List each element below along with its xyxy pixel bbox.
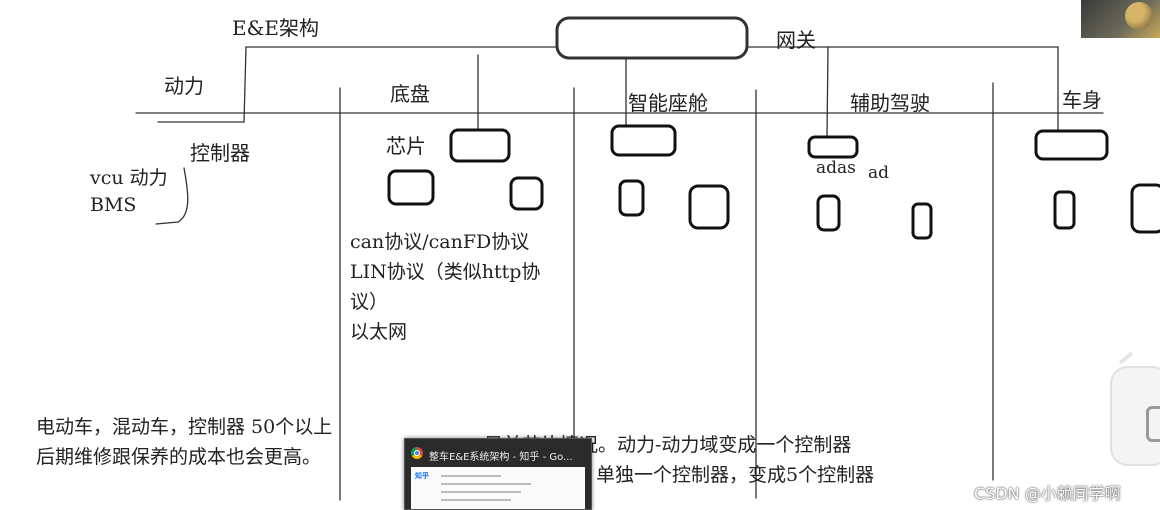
adas-chip-1 bbox=[816, 194, 841, 232]
protocol-line-2: LIN协议（类似http协 bbox=[350, 261, 541, 283]
chassis-chip-1 bbox=[387, 169, 435, 206]
chassis-chip-main bbox=[449, 128, 511, 163]
bracket bbox=[155, 167, 189, 225]
chrome-icon bbox=[411, 447, 423, 459]
domain-body: 车身 bbox=[1062, 88, 1102, 112]
protocol-line-4: 以太网 bbox=[350, 321, 408, 343]
domain-chassis: 底盘 bbox=[390, 82, 430, 106]
taskbar-preview[interactable]: 整车E&E系统架构 - 知乎 - Go... 知乎 bbox=[404, 438, 592, 510]
domain-cockpit: 智能座舱 bbox=[628, 91, 708, 115]
adas-chip-main bbox=[807, 135, 859, 159]
side-button-icon bbox=[1146, 406, 1160, 442]
adas-small-label: adas bbox=[816, 158, 856, 178]
taskbar-preview-thumbnail: 知乎 bbox=[411, 467, 585, 509]
gateway-label: 网关 bbox=[776, 28, 816, 52]
body-chip-main bbox=[1034, 129, 1109, 161]
chip-label: 芯片 bbox=[386, 134, 426, 158]
cockpit-chip-2 bbox=[688, 184, 730, 230]
gateway-box bbox=[555, 16, 749, 60]
domain-adas: 辅助驾驶 bbox=[850, 91, 930, 115]
bms-label: BMS bbox=[90, 194, 137, 216]
watermark: CSDN @小赖同学啊 bbox=[974, 484, 1121, 503]
floating-side-button[interactable] bbox=[1110, 351, 1160, 466]
body-chip-2 bbox=[1130, 183, 1160, 234]
note-left-2: 后期维修跟保养的成本也会更高。 bbox=[36, 446, 322, 468]
vcu-label: vcu 动力 bbox=[90, 167, 168, 189]
ad-small-label: ad bbox=[868, 163, 890, 183]
diagram-title: E&E架构 bbox=[232, 16, 320, 40]
domain-power: 动力 bbox=[164, 74, 204, 98]
protocol-line-3: 议） bbox=[350, 291, 389, 313]
zhihu-logo: 知乎 bbox=[415, 472, 429, 480]
chassis-chip-2 bbox=[509, 176, 544, 211]
protocol-line-1: can协议/canFD协议 bbox=[350, 231, 530, 253]
controller-label: 控制器 bbox=[190, 141, 250, 165]
body-chip-1 bbox=[1053, 190, 1076, 230]
cockpit-chip-1 bbox=[618, 179, 645, 217]
taskbar-preview-title: 整车E&E系统架构 - 知乎 - Go... bbox=[429, 452, 573, 463]
webcam-thumbnail bbox=[1081, 0, 1160, 38]
adas-chip-2 bbox=[911, 202, 933, 240]
note-left-1: 电动车，混动车，控制器 50个以上 bbox=[36, 416, 333, 438]
note-right-2: 单独一个控制器，变成5个控制器 bbox=[596, 464, 875, 486]
cockpit-chip-main bbox=[610, 124, 677, 157]
